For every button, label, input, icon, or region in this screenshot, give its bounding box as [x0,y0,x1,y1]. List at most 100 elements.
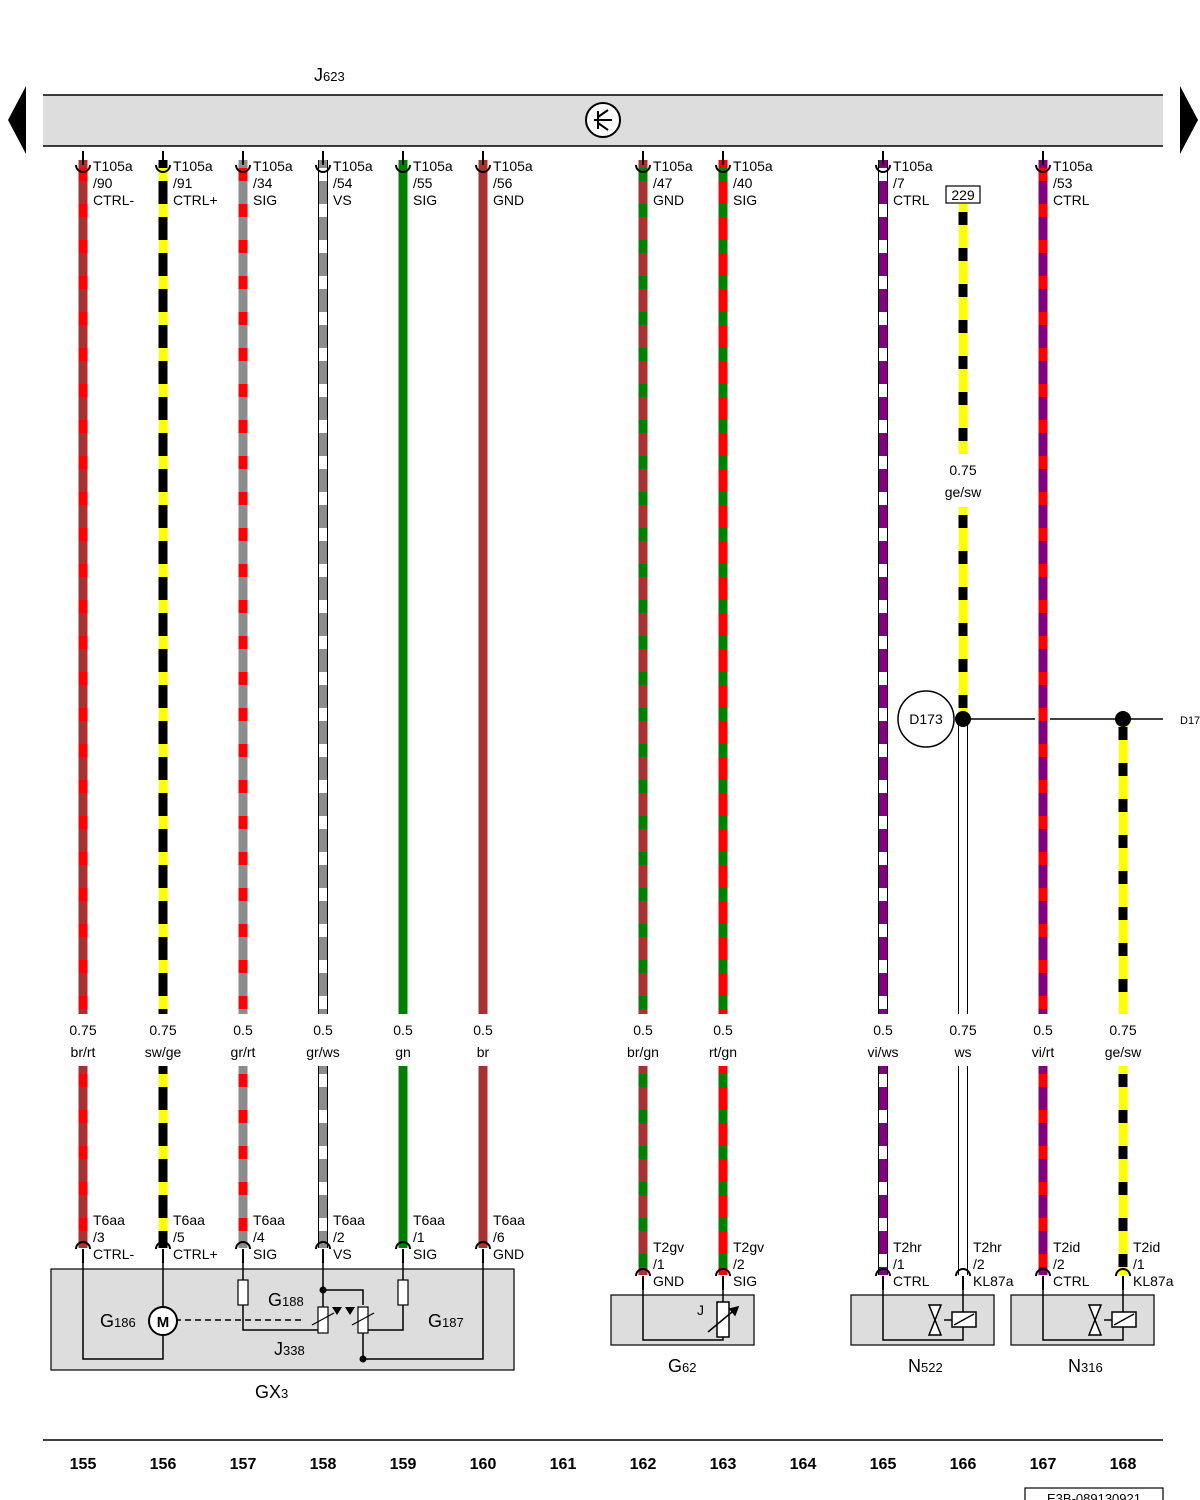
wire-167-color: vi/rt [1032,1044,1055,1060]
wire-166-bottom-connector [955,1268,971,1277]
wire-159-bottom-connector [395,1241,411,1250]
wire-163-color: rt/gn [709,1044,737,1060]
wire-155-color: br/rt [71,1044,96,1060]
column-number: 166 [950,1456,977,1473]
gx3-internal-wiring [82,1255,484,1360]
wire-165-bottom-label: /1 [893,1256,905,1272]
wire-158-pin-label: /54 [333,175,353,191]
wire-168-bottom-label: KL87a [1133,1273,1174,1289]
ecu-symbol-icon [585,102,621,138]
column-number: 156 [150,1456,177,1473]
wires-layer: T105a/90CTRL-0.75br/rtT6aa/3CTRL-T105a/9… [69,151,1174,1290]
wire-155-gauge: 0.75 [69,1022,96,1038]
wire-156-upper-base [158,160,168,1014]
wire-165-gauge: 0.5 [873,1022,893,1038]
wire-163-lower-base [718,1066,728,1275]
wire-157-pin-label: SIG [253,192,277,208]
wire-166-color: ws [953,1044,971,1060]
wire-160-bottom-connector [475,1241,491,1250]
wire-166-upper-base [958,719,968,1014]
wire-160-top-connector [475,164,491,173]
n522-label: N522 [908,1356,943,1376]
wire-168-color: ge/sw [1105,1044,1142,1060]
wire-162-bottom-label: /1 [653,1256,665,1272]
wire-158-gauge: 0.5 [313,1022,333,1038]
wire-156-pin-label: /91 [173,175,193,191]
wire-163-bottom-label: SIG [733,1273,757,1289]
n316-label: N316 [1068,1356,1103,1376]
wire-165-pin-label: /7 [893,175,905,191]
wire-160-lower-base [478,1066,488,1248]
left-arrow-icon[interactable] [8,86,26,154]
wire-167-gauge: 0.5 [1033,1022,1053,1038]
gx3-label: GX3 [255,1382,288,1402]
right-arrow-icon[interactable] [1180,86,1198,154]
wire-166-gauge: 0.75 [949,1022,976,1038]
wire-160-pin-label: GND [493,192,524,208]
wire-159-pin-label: T105a [413,158,453,174]
wire-165-pin-label: CTRL [893,192,930,208]
wire-157-pin-label: T105a [253,158,293,174]
wire-163-bottom-label: T2gv [733,1239,764,1255]
wire-165-bottom-label: T2hr [893,1239,922,1255]
wire-162-gauge: 0.5 [633,1022,653,1038]
sensor-icon [642,1282,740,1341]
wire-158-bottom-connector [315,1241,331,1250]
wire-160-bottom-label: /6 [493,1229,505,1245]
wire-159-bottom-label: /1 [413,1229,425,1245]
wire-162-top-connector [635,164,651,173]
splice-d173-circle [897,690,955,748]
wire-156-bottom-connector [155,1241,171,1250]
splice-node-168 [1115,711,1131,727]
wire-162-upper-base [638,160,648,1014]
wire-162-bottom-label: GND [653,1273,684,1289]
wire-163-bottom-label: /2 [733,1256,745,1272]
wire-156-gauge: 0.75 [149,1022,176,1038]
wire-168-lower-base [1118,1066,1128,1275]
column-number: 161 [550,1456,577,1473]
wire-159-gauge: 0.5 [393,1022,413,1038]
footer-code: E3B-089130921 [1047,1491,1141,1500]
wire-158-bottom-label: VS [333,1246,352,1262]
wire-168-gauge: 0.75 [1109,1022,1136,1038]
wire-159-pin-label: SIG [413,192,437,208]
wire-157-bottom-label: SIG [253,1246,277,1262]
wire-160-bottom-label: GND [493,1246,524,1262]
wire-155-top-connector [75,164,91,173]
wire-156-pin-label: CTRL+ [173,192,218,208]
wire-156-pin-label: T105a [173,158,213,174]
wire-159-color: gn [395,1044,411,1060]
wire-166-bottom-label: KL87a [973,1273,1014,1289]
wire-160-gauge: 0.5 [473,1022,493,1038]
wire-167-bottom-label: CTRL [1053,1273,1090,1289]
wire-160-color: br [477,1044,490,1060]
wire-158-pin-label: VS [333,192,352,208]
gx3-resistor-157 [237,1279,249,1306]
wire-158-top-connector [315,164,331,173]
splice-continuation-label: D17 [1180,715,1200,727]
splice-node-166 [955,711,971,727]
wire-167-bottom-connector [1035,1268,1051,1277]
column-number: 157 [230,1456,257,1473]
feed-229-lower-base [958,507,968,719]
ecu-label: J623 [314,65,345,85]
wire-155-bottom-label: T6aa [93,1212,125,1228]
wire-167-top-connector [1035,164,1051,173]
wire-166-bottom-label: /2 [973,1256,985,1272]
wire-168-bottom-label: T2id [1133,1239,1160,1255]
feed-ref-box [945,185,981,204]
feed-gauge: 0.75 [949,462,976,478]
wire-158-bottom-label: T6aa [333,1212,365,1228]
wire-165-bottom-connector [875,1268,891,1277]
wire-167-bottom-label: T2id [1053,1239,1080,1255]
wire-163-pin-label: /40 [733,175,753,191]
wire-155-pin-label: T105a [93,158,133,174]
g62-label: G62 [668,1356,696,1376]
wire-165-upper-base [878,160,888,1014]
wire-168-bottom-connector [1115,1268,1131,1277]
wire-167-lower-base [1038,1066,1048,1275]
wire-157-top-connector [235,164,251,173]
motor-icon: M [148,1306,178,1336]
wire-162-color: br/gn [627,1044,659,1060]
